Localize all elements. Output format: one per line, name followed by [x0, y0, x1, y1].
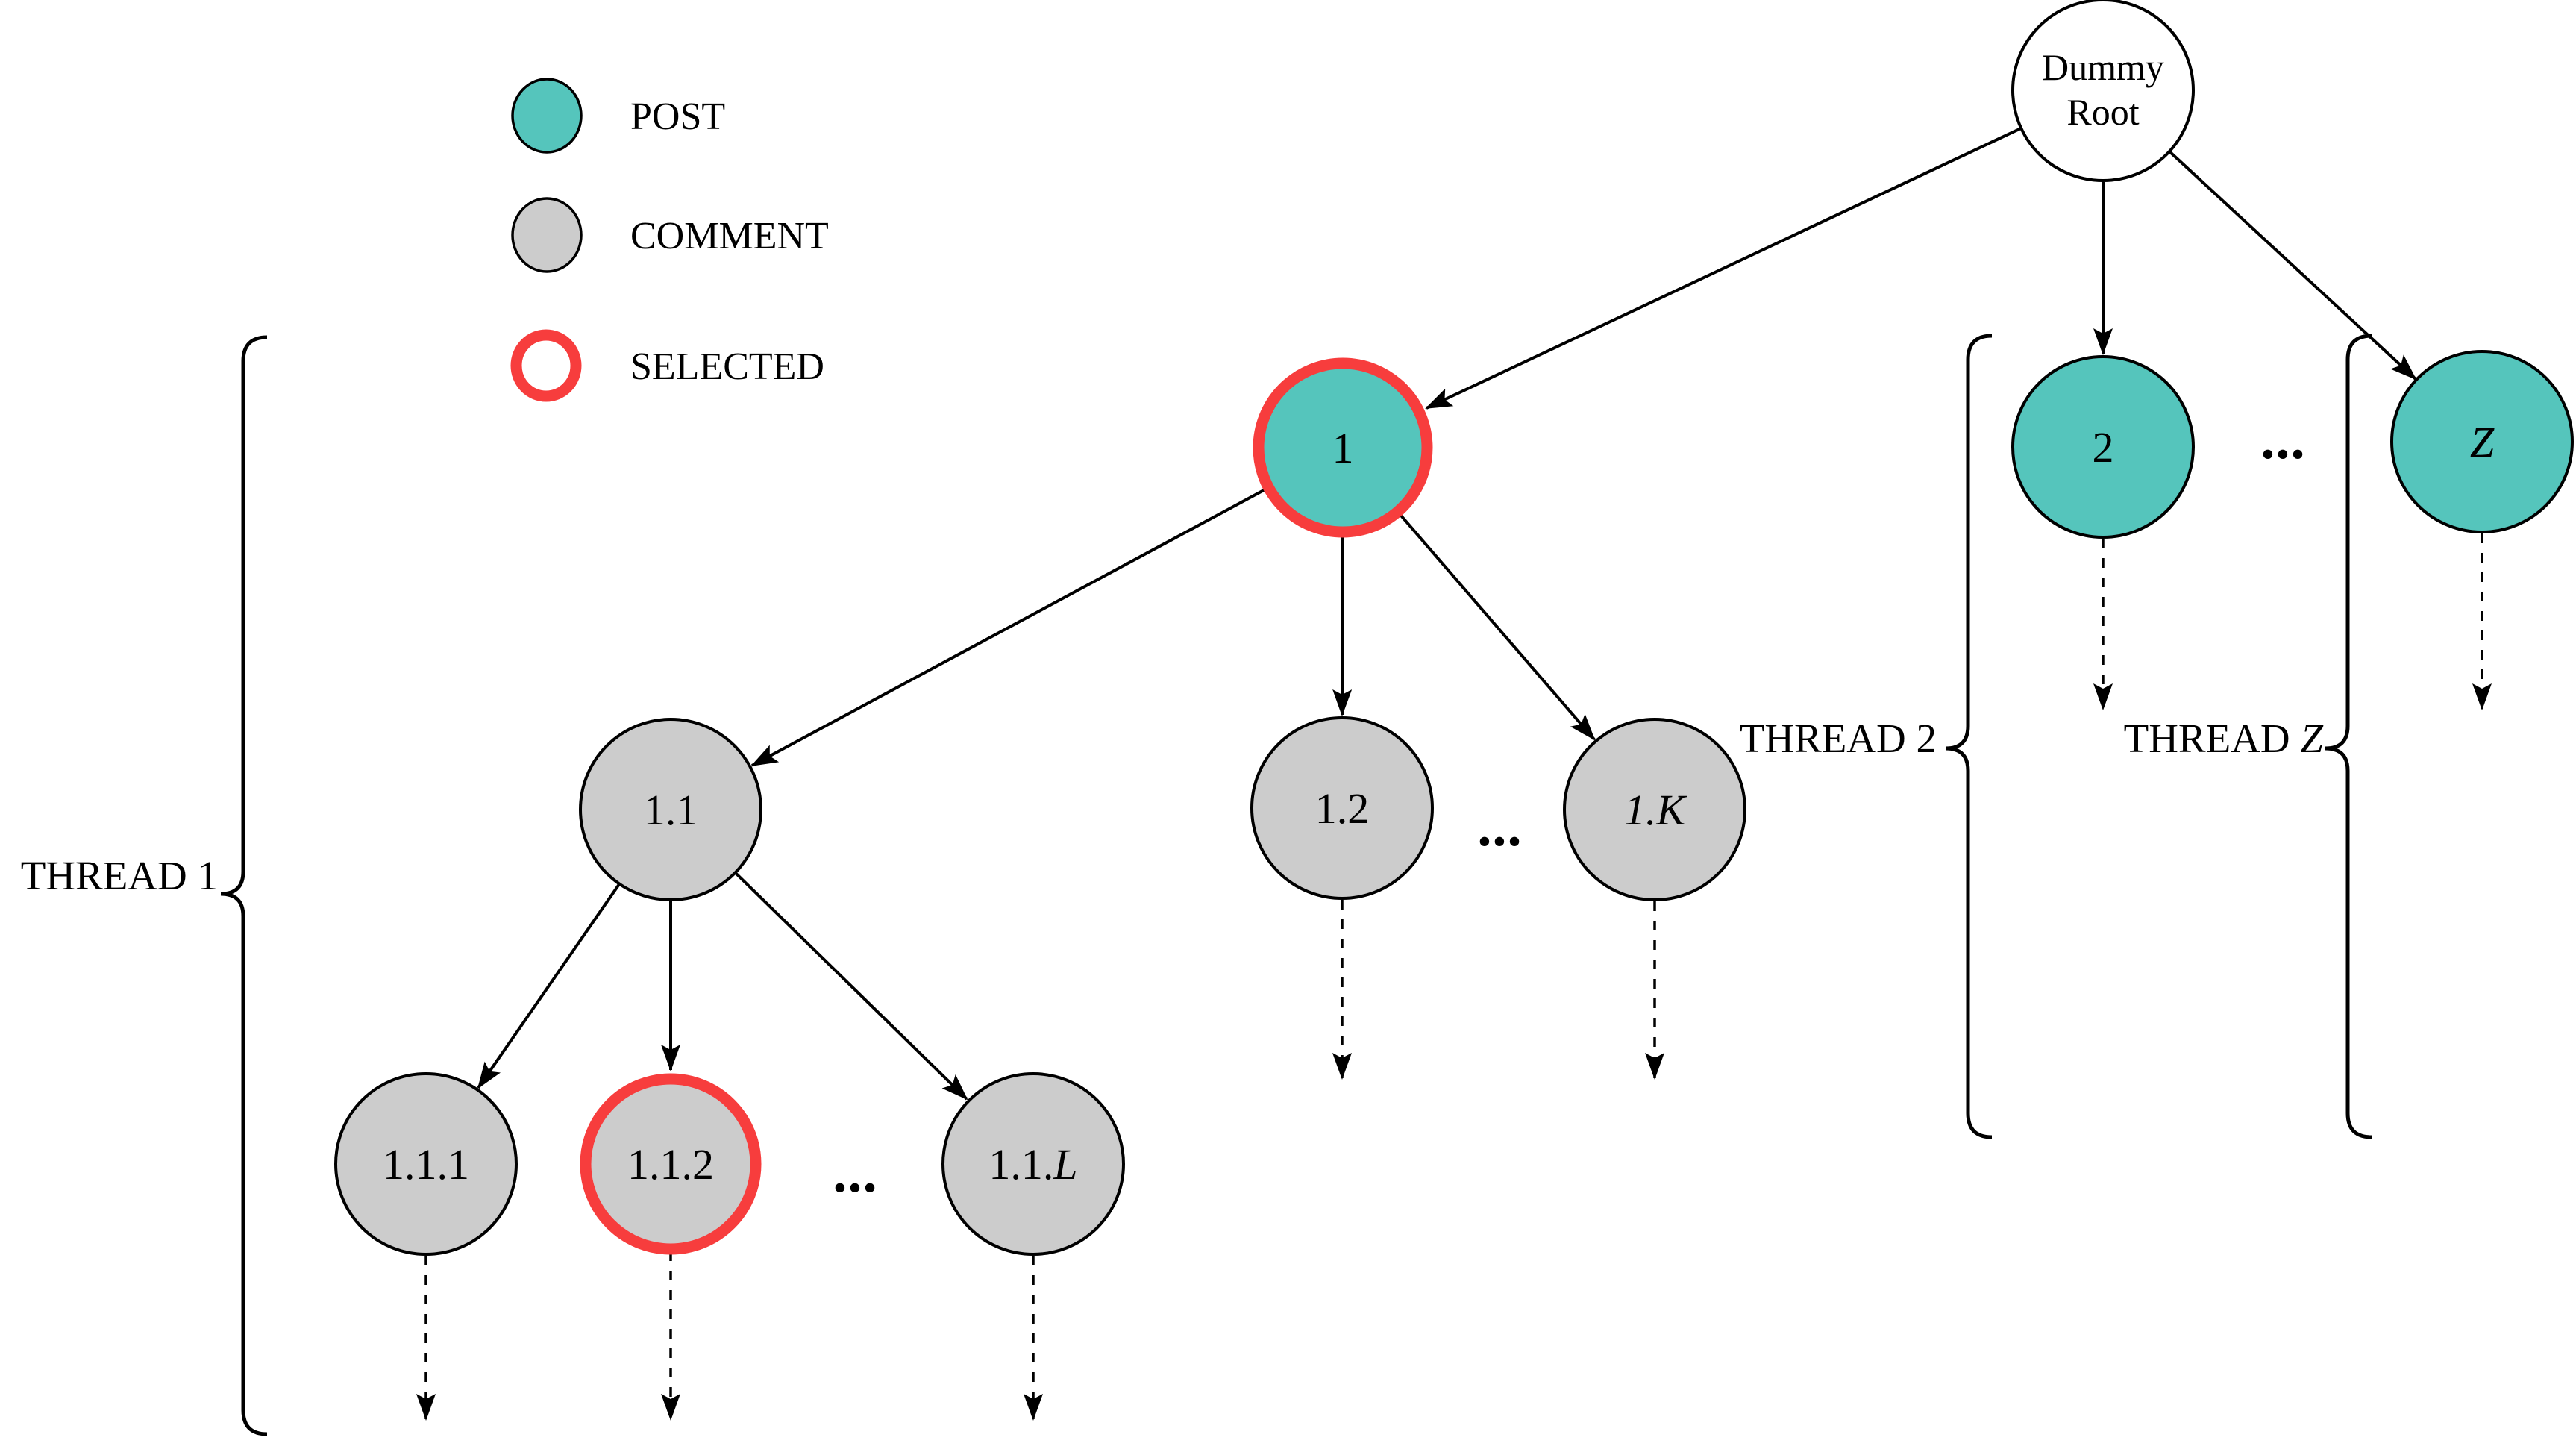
- node-1.1.1-comment: 1.1.1: [334, 1072, 518, 1256]
- ellipsis-posts: •••: [2262, 435, 2307, 473]
- node-1.1.2-selected-comment: 1.1.2: [580, 1073, 762, 1255]
- node-1.K-comment: 1.K: [1563, 718, 1746, 901]
- node-1-selected-post: 1: [1253, 357, 1433, 538]
- node-1.1.L-comment: 1.1.L: [941, 1072, 1125, 1256]
- node-1.1.L-label-var: L: [1053, 1140, 1077, 1189]
- thread-Z-label-var: Z: [2300, 716, 2324, 761]
- node-1.2-label: 1.2: [1315, 784, 1370, 833]
- node-1.1-comment: 1.1: [579, 718, 762, 901]
- thread-1-brace: [220, 335, 268, 1436]
- node-1.2-circle: [1250, 716, 1434, 900]
- thread-2-brace: [1945, 334, 1993, 1139]
- legend-label-comment: COMMENT: [630, 215, 829, 257]
- thread-Z-label: THREAD Z: [2124, 716, 2325, 761]
- dummy-root-circle: [2011, 0, 2195, 182]
- post-legend-swatch: [511, 78, 583, 154]
- node-2-label: 2: [2093, 423, 2114, 472]
- thread-labels: THREAD 1 THREAD 2 THREAD Z: [21, 716, 2325, 898]
- node-1.1-circle: [579, 718, 762, 901]
- ellipsis-marks: ••• ••• •••: [834, 435, 2307, 1207]
- edge-1-to-1.K: [1400, 514, 1596, 741]
- thread-Z-label-prefix: THREAD: [2124, 716, 2301, 761]
- node-1.1.L-label-prefix: 1.1.: [988, 1140, 1053, 1189]
- thread-braces: [220, 334, 2372, 1436]
- node-1.1.L-label: 1.1.L: [988, 1140, 1077, 1189]
- node-1.K-label: 1.K: [1624, 786, 1688, 834]
- node-2-post: 2: [2011, 355, 2195, 539]
- node-1-circle: [1253, 357, 1433, 538]
- edge-root-to-Z: [2168, 150, 2417, 381]
- selected-legend-swatch: [510, 329, 582, 402]
- node-1-label: 1: [1332, 424, 1354, 472]
- node-1.K-circle: [1563, 718, 1746, 901]
- edge-1.1-to-1.1.1: [477, 883, 621, 1089]
- node-1.1.2-label: 1.1.2: [627, 1140, 714, 1189]
- thread-Z-brace: [2325, 334, 2372, 1139]
- node-1.1.1-circle: [334, 1072, 518, 1256]
- edge-1-to-1.1: [750, 489, 1265, 767]
- ellipsis-level2: •••: [1479, 822, 1523, 860]
- tree-edges: [477, 127, 2417, 1101]
- thread-1-label: THREAD 1: [21, 853, 218, 898]
- node-Z-label: Z: [2470, 418, 2495, 466]
- tree-nodes: Dummy Root 1 2 Z 1.1 1.2 1.K: [334, 0, 2574, 1256]
- continuation-edges: [416, 534, 2492, 1421]
- node-1.1-label: 1.1: [644, 786, 698, 834]
- edge-1.1-to-1.1.L: [734, 872, 968, 1101]
- node-1.1.L-circle: [941, 1072, 1125, 1256]
- ellipsis-level3: •••: [834, 1168, 879, 1207]
- node-1.1.2-circle: [580, 1073, 762, 1255]
- comment-legend-swatch: [511, 197, 583, 273]
- edge-1-to-1.2: [1332, 534, 1353, 716]
- node-1.1.1-label: 1.1.1: [383, 1140, 469, 1189]
- legend-label-post: POST: [630, 96, 725, 138]
- node-Z-circle: [2390, 350, 2574, 534]
- node-2-circle: [2011, 355, 2195, 539]
- dummy-root-label-line2: Root: [2066, 91, 2139, 133]
- node-Z-post: Z: [2390, 350, 2574, 534]
- edge-root-to-1: [1425, 127, 2022, 410]
- legend: POST COMMENT SELECTED: [510, 78, 829, 402]
- node-dummy-root: Dummy Root: [2011, 0, 2195, 182]
- legend-label-selected: SELECTED: [630, 345, 824, 388]
- thread-2-label: THREAD 2: [1740, 716, 1937, 761]
- node-1.2-comment: 1.2: [1250, 716, 1434, 900]
- dummy-root-label-line1: Dummy: [2042, 46, 2164, 88]
